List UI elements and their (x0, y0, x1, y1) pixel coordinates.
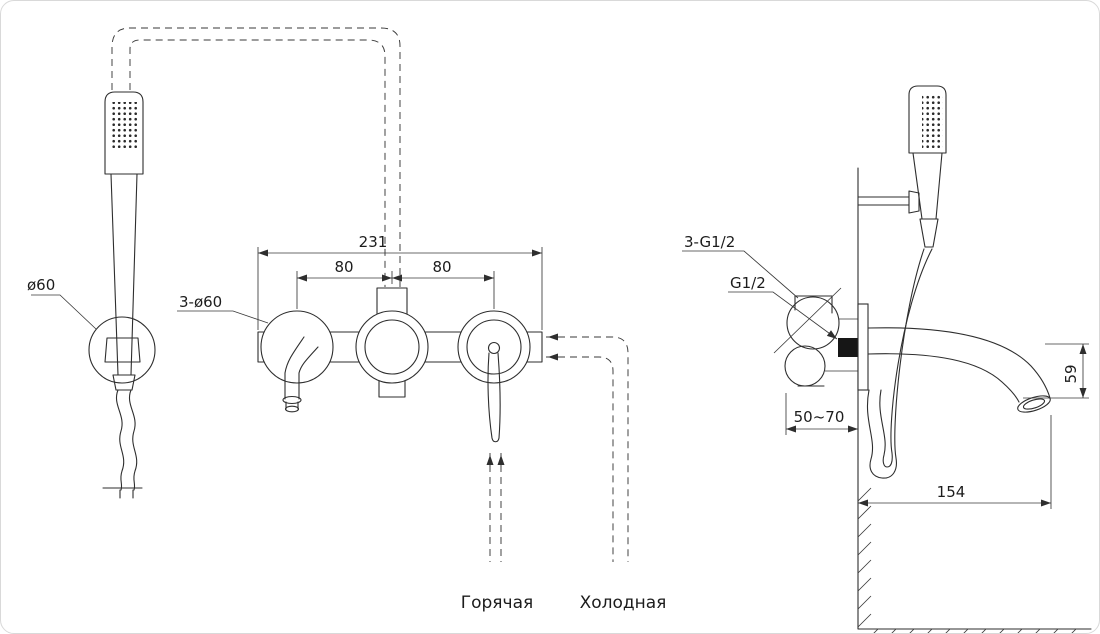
spray-face-dots-side (922, 94, 943, 150)
shower-head-outline (104, 91, 144, 175)
hose-left-edge (116, 389, 125, 491)
mixer-front-view (257, 287, 543, 443)
leader-dia60 (31, 294, 97, 330)
wall-flange-section (838, 338, 859, 357)
supply-lines: Горячая Холодная (461, 333, 667, 613)
cold-supply-dashed-inner (546, 356, 614, 562)
wall-holder-ring (88, 316, 156, 384)
lever-pivot (487, 341, 501, 355)
label-g12: G1/2 (730, 274, 766, 292)
hose-right-edge (129, 389, 138, 491)
shower-handle (110, 173, 138, 376)
leader-g12 (728, 291, 838, 340)
right-escutcheon-inner (466, 319, 522, 375)
spout-bottom-edge (867, 353, 1020, 403)
label-dia60: ø60 (27, 276, 55, 294)
dim-80-right: 80 (432, 258, 451, 276)
spray-face-dots (111, 102, 137, 148)
hose-cut-mark (102, 487, 143, 499)
center-escutcheon (355, 310, 429, 384)
valve-break-line (773, 287, 842, 354)
diverter-bottom-tab (378, 380, 406, 398)
dim-231: 231 (359, 233, 388, 251)
hose-side-outer (866, 248, 925, 479)
valve-wall-ties (825, 318, 858, 372)
wall-section (857, 167, 1092, 633)
wall-hatching (857, 487, 872, 628)
spout-outlet-front (282, 395, 302, 405)
shower-bracket (857, 190, 920, 214)
holder-clamp (104, 337, 141, 363)
spout-outlet-side (1017, 395, 1051, 413)
dim-59: 59 (1062, 364, 1080, 383)
hose-routing-dashed (111, 27, 401, 287)
right-escutcheon (457, 310, 531, 384)
label-3-dia60: 3-ø60 (179, 293, 222, 311)
lever-handle (487, 352, 501, 443)
cold-supply-dashed-outer (546, 336, 629, 562)
dim-80-left: 80 (334, 258, 353, 276)
leader-3-g12 (682, 250, 799, 299)
dim-50-70: 50~70 (794, 408, 845, 426)
shower-handle-side (912, 152, 943, 220)
label-hot: Горячая (461, 593, 533, 613)
dimensions-side: 3-G1/2 G1/2 50~70 59 154 (682, 233, 1089, 509)
hose-nut (112, 374, 136, 391)
escutcheon-side (857, 303, 869, 391)
spout-front (284, 336, 319, 400)
hot-supply-dashed (489, 453, 502, 562)
diverter-top-tab (376, 287, 408, 315)
label-3-g12: 3-G1/2 (684, 233, 735, 251)
handshower-front-view: ø60 (27, 91, 156, 499)
wall-line (857, 167, 1092, 630)
spout-outlet-side-inner (1022, 398, 1046, 410)
shower-head-side (908, 85, 947, 154)
label-cold: Холодная (580, 593, 667, 613)
valve-body-lower (784, 345, 826, 387)
mixer-side-view (773, 85, 1051, 479)
floor-hatching (873, 628, 1077, 633)
center-escutcheon-inner (364, 319, 420, 375)
valve-ports (794, 295, 833, 387)
hose-nut-side (919, 218, 939, 248)
valve-body-upper (786, 296, 840, 350)
dimensions-front: 231 80 80 3-ø60 (177, 233, 543, 330)
spout-outlet-end (284, 405, 300, 413)
hose-side-inner (879, 248, 933, 468)
spout-top-edge (867, 327, 1051, 399)
dim-154: 154 (937, 483, 966, 501)
leader-3-dia60 (177, 310, 269, 324)
